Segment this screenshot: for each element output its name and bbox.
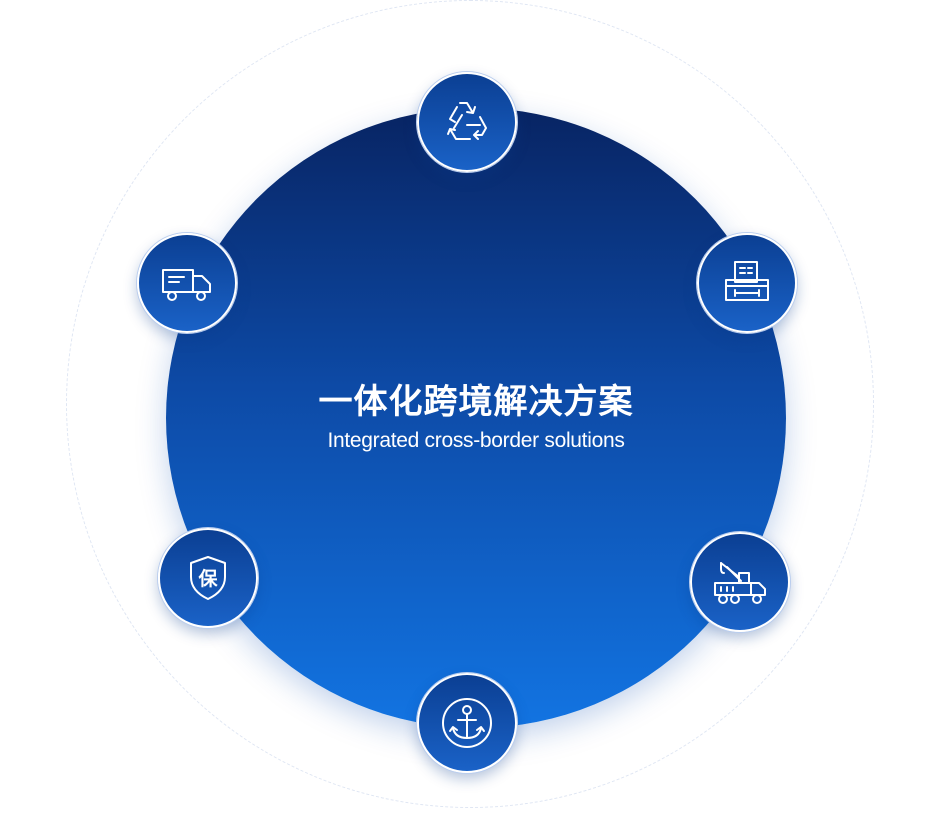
node-truck[interactable]: [137, 233, 237, 333]
node-printer[interactable]: [697, 233, 797, 333]
shield-glyph: 保: [197, 567, 218, 590]
center-subtitle: Integrated cross-border solutions: [327, 429, 625, 452]
recycle-icon: [440, 95, 494, 149]
node-crane-truck[interactable]: [690, 532, 790, 632]
outer-dashed-ring: [66, 0, 874, 808]
truck-icon: [160, 256, 214, 310]
node-anchor[interactable]: [417, 673, 517, 773]
anchor-icon: [440, 696, 494, 750]
crane-truck-icon: [713, 555, 767, 609]
printer-icon: [720, 256, 774, 310]
center-circle: [166, 108, 786, 728]
node-shield[interactable]: 保: [158, 528, 258, 628]
node-recycle[interactable]: [417, 72, 517, 172]
center-title: 一体化跨境解决方案: [318, 382, 634, 422]
shield-icon: 保: [181, 551, 235, 605]
